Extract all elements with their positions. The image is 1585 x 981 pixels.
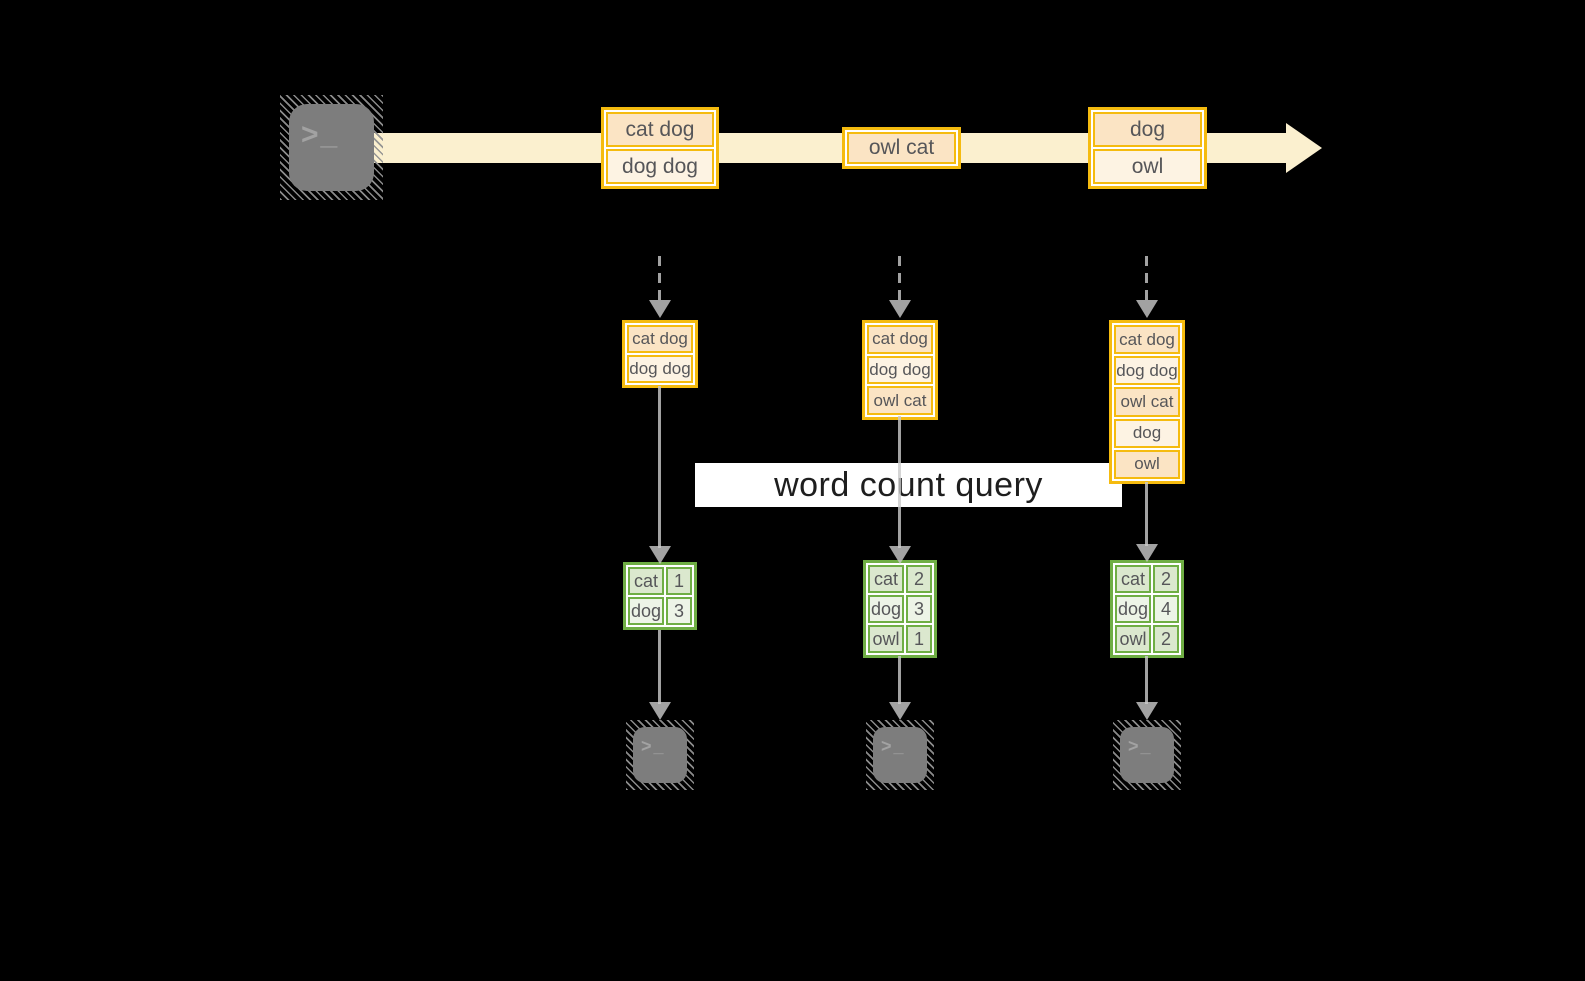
word-cell: cat (628, 567, 664, 595)
connector-arrowhead-icon (889, 702, 911, 720)
word-count-table-2: cat 2 dog 3 owl 1 (863, 560, 937, 658)
stream-batch-1: cat dog dog dog (601, 107, 719, 189)
table-row: owl 1 (868, 625, 932, 653)
record-cell: owl (1114, 449, 1180, 480)
table-row: cat 2 (1115, 565, 1179, 593)
table-row: dog 3 (868, 595, 932, 623)
connector-line (1145, 656, 1148, 704)
word-cell: dog (628, 597, 664, 625)
connector-arrowhead-icon (1136, 702, 1158, 720)
connector-arrowhead-icon (1136, 544, 1158, 562)
count-cell: 2 (1153, 625, 1179, 653)
connector-arrowhead-icon (649, 546, 671, 564)
word-cell: dog (868, 595, 904, 623)
stream-arrow-head-icon (1286, 123, 1322, 173)
connector-line (1145, 482, 1148, 546)
connector-line (658, 630, 661, 704)
count-cell: 4 (1153, 595, 1179, 623)
source-terminal-icon: >_ (280, 95, 383, 200)
record-cell: cat dog (1114, 325, 1180, 355)
trigger-arrowhead-icon (649, 300, 671, 318)
count-cell: 3 (906, 595, 932, 623)
connector-arrowhead-icon (649, 702, 671, 720)
connector-arrowhead-icon (889, 546, 911, 564)
count-cell: 1 (666, 567, 692, 595)
terminal-prompt-icon: >_ (1128, 736, 1151, 756)
record-cell: cat dog (867, 325, 933, 354)
table-row: cat 1 (628, 567, 692, 595)
record-cell: dog dog (627, 355, 693, 383)
sink-terminal-icon: >_ (626, 720, 694, 790)
record-cell: dog (1114, 418, 1180, 448)
batch-record: owl (1093, 149, 1202, 184)
word-count-table-3: cat 2 dog 4 owl 2 (1110, 560, 1184, 658)
terminal-body: >_ (289, 104, 374, 191)
count-cell: 2 (906, 565, 932, 593)
batch-record: dog (1093, 112, 1202, 147)
connector-line (658, 386, 661, 548)
word-cell: cat (868, 565, 904, 593)
micro-batch-stack-1: cat dog dog dog (622, 320, 698, 388)
trigger-arrow-dashed (898, 256, 901, 302)
word-cell: owl (868, 625, 904, 653)
micro-batch-stack-3: cat dog dog dog owl cat dog owl (1109, 320, 1185, 484)
record-cell: owl cat (867, 386, 933, 416)
record-cell: cat dog (627, 325, 693, 353)
table-row: owl 2 (1115, 625, 1179, 653)
connector-line (898, 416, 901, 548)
batch-record: cat dog (606, 112, 714, 147)
terminal-prompt-icon: >_ (881, 736, 904, 756)
count-cell: 3 (666, 597, 692, 625)
word-cell: cat (1115, 565, 1151, 593)
word-cell: owl (1115, 625, 1151, 653)
trigger-arrow-dashed (658, 256, 661, 302)
record-cell: owl cat (1114, 387, 1180, 417)
sink-terminal-icon: >_ (866, 720, 934, 790)
stream-batch-2: owl cat (842, 127, 961, 169)
word-count-table-1: cat 1 dog 3 (623, 562, 697, 630)
connector-line (898, 656, 901, 704)
word-cell: dog (1115, 595, 1151, 623)
terminal-prompt-icon: >_ (641, 736, 664, 756)
trigger-arrow-dashed (1145, 256, 1148, 302)
record-cell: dog dog (867, 355, 933, 385)
query-label: word count query (695, 463, 1122, 507)
table-row: dog 4 (1115, 595, 1179, 623)
terminal-body: >_ (1120, 727, 1174, 783)
trigger-arrowhead-icon (1136, 300, 1158, 318)
batch-record: owl cat (847, 132, 956, 164)
trigger-arrowhead-icon (889, 300, 911, 318)
record-cell: dog dog (1114, 356, 1180, 386)
batch-record: dog dog (606, 149, 714, 184)
terminal-prompt-icon: >_ (301, 118, 338, 151)
table-row: dog 3 (628, 597, 692, 625)
count-cell: 1 (906, 625, 932, 653)
terminal-body: >_ (633, 727, 687, 783)
stream-batch-3: dog owl (1088, 107, 1207, 189)
sink-terminal-icon: >_ (1113, 720, 1181, 790)
micro-batch-stack-2: cat dog dog dog owl cat (862, 320, 938, 420)
terminal-body: >_ (873, 727, 927, 783)
count-cell: 2 (1153, 565, 1179, 593)
table-row: cat 2 (868, 565, 932, 593)
